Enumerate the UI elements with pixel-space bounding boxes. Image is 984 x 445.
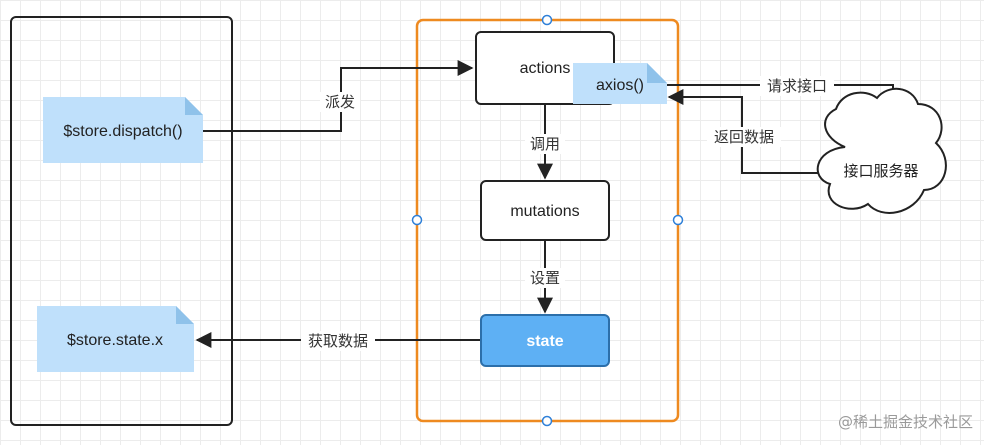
- api-server-cloud[interactable]: [816, 88, 947, 214]
- watermark: @稀土掘金技术社区: [838, 413, 973, 431]
- selection-handle-left[interactable]: [411, 214, 423, 226]
- component-container: [10, 16, 233, 426]
- edge-label-get-data: 获取数据: [308, 332, 368, 350]
- api-server-label: 接口服务器: [843, 162, 918, 180]
- edge-label-bg: [707, 127, 781, 147]
- edge-label-bg: [760, 76, 834, 96]
- selection-handle-right[interactable]: [672, 214, 684, 226]
- note-axios-label: axios(): [596, 77, 644, 94]
- actions-label: actions: [520, 60, 571, 77]
- edge-label-dispatch: 派发: [325, 93, 355, 111]
- edge-label-bg: [320, 92, 360, 112]
- note-store-state-x-label: $store.state.x: [67, 332, 163, 349]
- state-box[interactable]: [480, 314, 610, 367]
- note-store-state-x[interactable]: [37, 306, 194, 372]
- note-store-dispatch-label: $store.dispatch(): [63, 123, 182, 140]
- mutations-label: mutations: [510, 203, 579, 220]
- note-fold-icon: [185, 97, 203, 115]
- edge-label-bg: [525, 134, 565, 154]
- edge-label-return-data: 返回数据: [714, 128, 774, 146]
- selection-handle-bottom[interactable]: [541, 415, 553, 427]
- note-store-dispatch[interactable]: [43, 97, 203, 163]
- selection-handle-top[interactable]: [541, 14, 553, 26]
- edge-label-bg: [525, 268, 565, 288]
- mutations-box[interactable]: [480, 180, 610, 241]
- note-axios[interactable]: [573, 63, 667, 104]
- edge-label-call: 调用: [530, 135, 560, 153]
- edge-label-request-api: 请求接口: [767, 77, 827, 95]
- edge-label-bg: [301, 331, 375, 351]
- state-label: state: [526, 333, 563, 350]
- note-fold-icon: [176, 306, 194, 324]
- note-fold-icon: [647, 63, 667, 83]
- edge-label-set: 设置: [530, 269, 560, 287]
